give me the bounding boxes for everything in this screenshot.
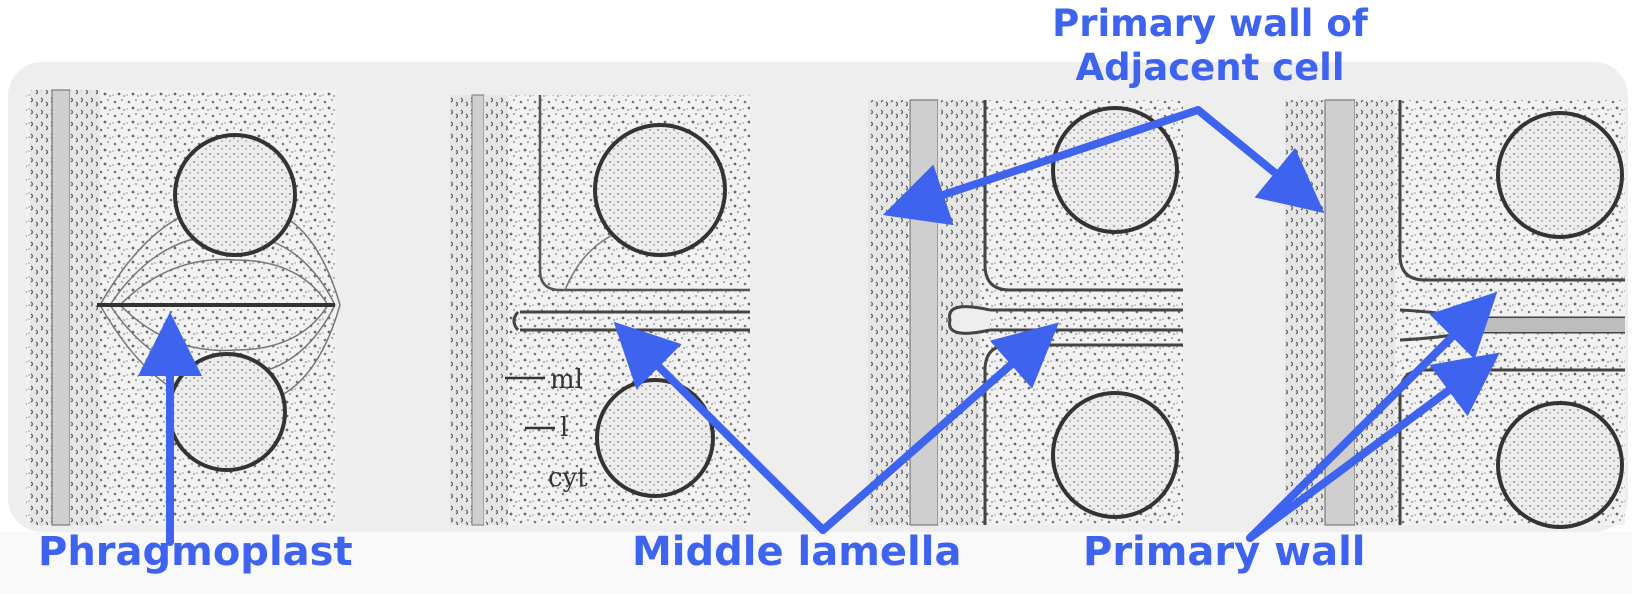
stage-panel-2: ml l cyt xyxy=(450,94,750,526)
label-cyt: cyt xyxy=(548,463,588,493)
label-primary-wall-adjacent-cell: Primary wall of Adjacent cell xyxy=(1000,2,1420,91)
label-phragmoplast: Phragmoplast xyxy=(38,529,353,575)
nucleus-bottom-4 xyxy=(1496,401,1624,529)
arrow-adjacent-right xyxy=(1194,106,1325,214)
stage-panel-1 xyxy=(26,89,341,526)
nucleus-bottom-3 xyxy=(1051,391,1179,519)
label-ml: ml xyxy=(550,365,583,395)
label-middle-lamella: Middle lamella xyxy=(632,529,962,575)
figure-panel xyxy=(8,62,1628,532)
nucleus-top-3 xyxy=(1051,106,1179,234)
arrow-middle-lamella-right xyxy=(819,322,1060,534)
nucleus-top-4 xyxy=(1496,111,1624,239)
label-top-line2: Adjacent cell xyxy=(1075,46,1345,90)
stage-panel-4 xyxy=(1285,99,1625,529)
label-l: l xyxy=(560,413,568,443)
label-top-line1: Primary wall of xyxy=(1052,2,1368,45)
arrow-primary-wall-lower xyxy=(1246,352,1500,542)
arrow-middle-lamella-left xyxy=(613,321,827,534)
nucleus-top-2 xyxy=(593,123,727,257)
nucleus-bottom-1 xyxy=(167,352,287,472)
nucleus-bottom-2 xyxy=(595,378,715,498)
label-primary-wall: Primary wall xyxy=(1083,529,1366,575)
arrow-primary-wall-upper xyxy=(1246,291,1498,542)
arrow-adjacent-left xyxy=(882,106,1202,226)
nucleus-top-1 xyxy=(173,133,297,257)
